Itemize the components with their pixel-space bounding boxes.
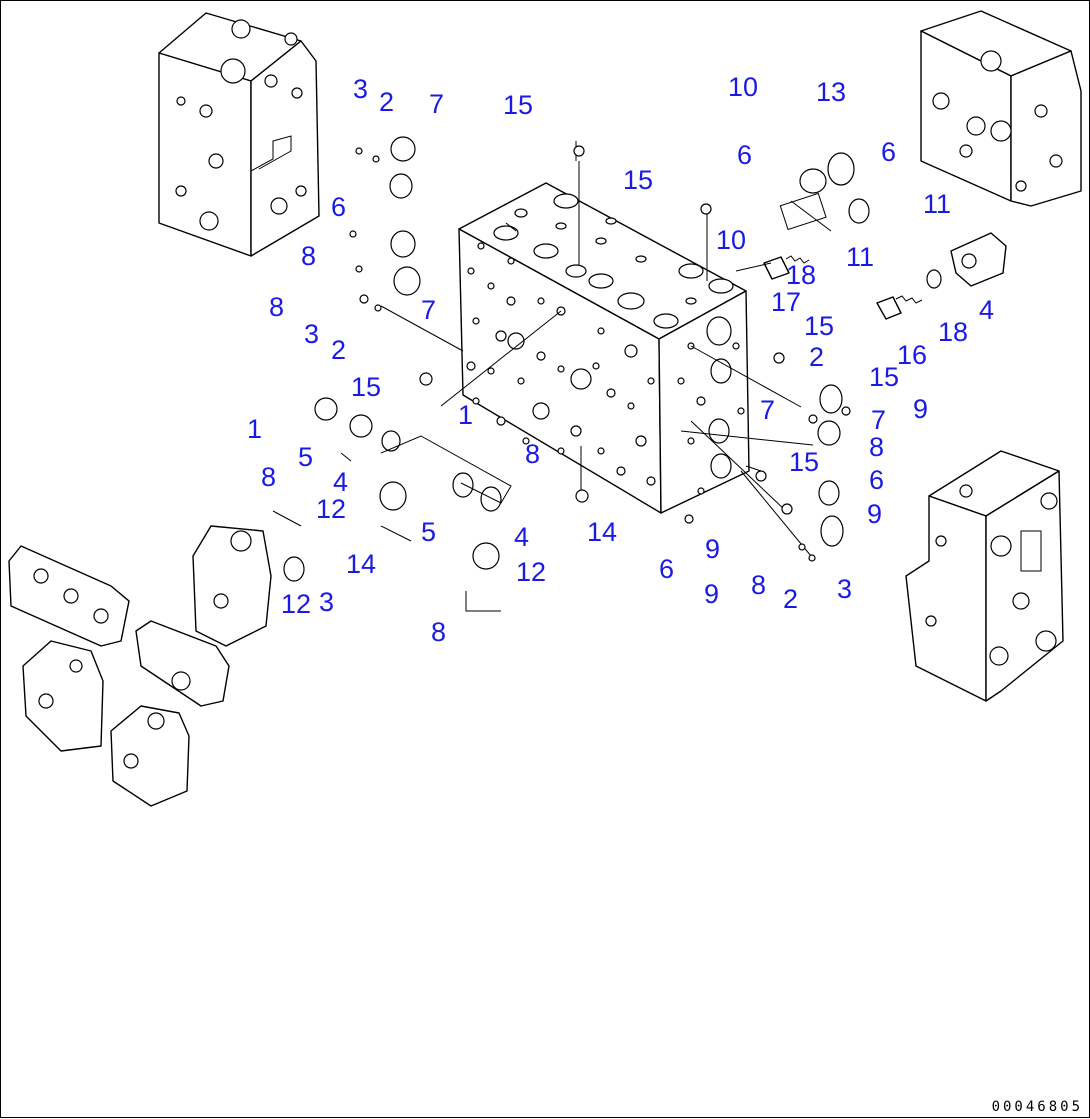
callout-label: 8: [431, 617, 446, 647]
callout-label: 8: [269, 292, 284, 322]
callout-label: 3: [319, 587, 334, 617]
callout-label: 6: [331, 192, 346, 222]
callout-label: 9: [913, 394, 928, 424]
callout-label: 12: [316, 494, 346, 524]
callout-label: 15: [503, 90, 533, 120]
seals-and-leaders: [272, 136, 870, 612]
callout-label: 6: [737, 140, 752, 170]
callout-label: 9: [867, 499, 882, 529]
main-valve-body: [458, 182, 750, 514]
callout-label: 15: [804, 311, 834, 341]
callout-label: 15: [623, 165, 653, 195]
right-cartridge-valve: [763, 232, 1007, 320]
callout-label: 7: [871, 405, 886, 435]
callout-label: 7: [421, 295, 436, 325]
callout-label: 16: [897, 340, 927, 370]
callout-label: 12: [516, 557, 546, 587]
callout-label: 18: [938, 317, 968, 347]
callout-label: 14: [587, 517, 617, 547]
callout-label: 3: [837, 574, 852, 604]
callout-label: 6: [659, 554, 674, 584]
callout-label: 15: [789, 447, 819, 477]
callout-label: 2: [783, 584, 798, 614]
callout-label: 11: [846, 242, 874, 272]
callout-label: 8: [525, 439, 540, 469]
callout-label: 9: [705, 534, 720, 564]
callout-label: 11: [923, 189, 951, 219]
callout-label: 4: [333, 467, 348, 497]
callout-label: 13: [816, 77, 846, 107]
callout-label: 10: [716, 225, 746, 255]
callout-label: 14: [346, 549, 376, 579]
bottom-right-section-block: [905, 450, 1064, 702]
callout-label: 9: [704, 579, 719, 609]
callout-label: 1: [458, 400, 473, 430]
callout-label: 8: [869, 432, 884, 462]
callout-label: 8: [261, 462, 276, 492]
callout-label: 4: [979, 295, 994, 325]
callout-label: 17: [771, 287, 801, 317]
callout-label: 2: [331, 335, 346, 365]
callout-label: 8: [751, 570, 766, 600]
top-right-section-block: [920, 10, 1082, 207]
callout-label: 4: [514, 522, 529, 552]
callout-label: 7: [429, 89, 444, 119]
callout-label: 2: [809, 342, 824, 372]
callout-label: 3: [304, 319, 319, 349]
callout-label: 12: [281, 589, 311, 619]
callout-label: 18: [786, 260, 816, 290]
callout-label: 7: [760, 395, 775, 425]
bottom-left-end-caps: [8, 525, 272, 807]
callout-label: 6: [869, 465, 884, 495]
top-left-section-block: [158, 12, 320, 257]
callout-label: 5: [421, 517, 436, 547]
callout-label: 8: [301, 241, 316, 271]
callout-label: 1: [247, 414, 262, 444]
callout-label: 2: [379, 87, 394, 117]
callout-label: 3: [353, 74, 368, 104]
callout-label: 10: [728, 72, 758, 102]
callout-label: 5: [298, 442, 313, 472]
drawing-number: 00046805: [991, 1099, 1083, 1115]
callout-label: 6: [881, 137, 896, 167]
callout-label: 15: [351, 372, 381, 402]
callout-label: 15: [869, 362, 899, 392]
